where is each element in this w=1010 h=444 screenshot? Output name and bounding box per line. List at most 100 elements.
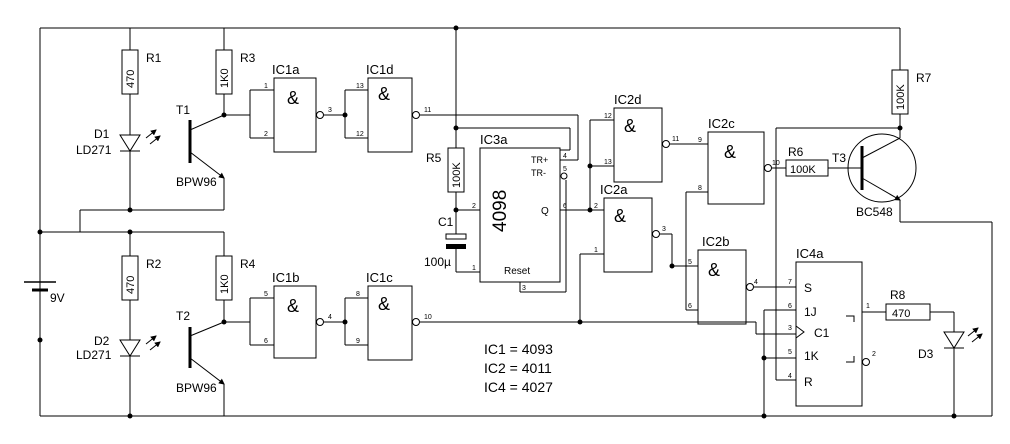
- ic4a-k: 1K: [804, 349, 819, 363]
- ic4a-pin6: 6: [788, 303, 792, 310]
- ic1c-pin10: 10: [424, 314, 432, 321]
- battery-label: 9V: [50, 291, 65, 305]
- ic2d-pin11: 11: [672, 136, 679, 143]
- r2-value: 470: [125, 276, 137, 294]
- ic1d-symbol: &: [378, 84, 390, 104]
- ic2a-ref: IC2a: [600, 182, 628, 197]
- ic4a-ref: IC4a: [796, 246, 824, 261]
- note-ic4: IC4 = 4027: [484, 379, 553, 395]
- ic2b-pin4: 4: [754, 279, 758, 286]
- ic2c-symbol: &: [724, 142, 736, 162]
- ic3a-reset: Reset: [504, 266, 530, 277]
- ic4a-pin4: 4: [788, 373, 792, 380]
- d2-part: LD271: [76, 348, 112, 362]
- ic1b-symbol: &: [287, 296, 299, 316]
- ic3a-trplus: TR+: [531, 155, 548, 165]
- r5-value: 100K: [451, 162, 463, 188]
- r3-value: 1K0: [219, 68, 231, 88]
- ic2d-pin12: 12: [604, 113, 612, 120]
- gate-ic2b: & IC2b 5 6 4: [688, 234, 796, 325]
- ic2d-ref: IC2d: [614, 92, 641, 107]
- ic1a-ref: IC1a: [272, 62, 300, 77]
- ic4a-pin1: 1: [866, 303, 870, 310]
- ic1a-pin2: 2: [264, 131, 268, 138]
- ic1b-ref: IC1b: [272, 270, 299, 285]
- monostable-ic3a: 100K R5 C1 100µ IC3a 4098 TR+ TR- Q Rese…: [424, 25, 614, 293]
- gate-ic1b: & IC1b 5 6 4: [224, 270, 345, 359]
- t1-part: BPW96: [176, 175, 217, 189]
- ic1c-symbol: &: [378, 294, 390, 314]
- t2-part: BPW96: [176, 381, 217, 395]
- r8-ref: R8: [890, 288, 906, 302]
- r4-ref: R4: [240, 257, 256, 271]
- ic1b-pin4: 4: [328, 314, 332, 321]
- ic1b-pin5: 5: [264, 291, 268, 298]
- ic3a-pin5: 5: [563, 166, 567, 173]
- r2-ref: R2: [146, 257, 162, 271]
- ic1c-pin8: 8: [356, 291, 360, 298]
- ic3a-pin3: 3: [522, 285, 526, 292]
- ic1a-symbol: &: [287, 88, 299, 108]
- ic4a-pin7: 7: [788, 279, 792, 286]
- ic4a-r: R: [804, 375, 813, 389]
- gate-ic2c: & IC2c 9 8 10: [685, 116, 786, 311]
- r7-ref: R7: [916, 71, 932, 85]
- driver-transistor: 100K R6 T3 BC548 100K R7: [775, 28, 932, 381]
- d1-part: LD271: [76, 143, 112, 157]
- ic2d-pin13: 13: [604, 159, 612, 166]
- battery-9v: 9V: [24, 228, 65, 340]
- c1-value: 100µ: [424, 255, 451, 269]
- ic3a-q: Q: [541, 206, 549, 217]
- output-led: 470 R8 D3: [885, 288, 983, 419]
- ic2a-symbol: &: [614, 206, 626, 226]
- lower-sensor: 470 R2 D2 LD271 1K0 R4 T2 BPW96: [37, 210, 256, 419]
- note-ic1: IC1 = 4093: [484, 341, 553, 357]
- ic2a-pin3: 3: [662, 226, 666, 233]
- gate-ic1d: & IC1d 13 12 11: [342, 62, 579, 161]
- ic2b-pin5: 5: [688, 259, 692, 266]
- r8-value: 470: [892, 308, 910, 320]
- ic2d-symbol: &: [624, 116, 636, 136]
- ic1d-pin12: 12: [356, 131, 364, 138]
- ic2b-pin6: 6: [688, 303, 692, 310]
- r6-value: 100K: [790, 164, 816, 176]
- ic3a-part: 4098: [490, 190, 511, 232]
- ic3a-pin6: 6: [563, 203, 567, 210]
- ic4a-pin2: 2: [872, 351, 876, 358]
- r4-value: 1K0: [219, 274, 231, 294]
- ic-notes: IC1 = 4093 IC2 = 4011 IC4 = 4027: [484, 340, 553, 397]
- gate-ic1a: & IC1a 1 2 3: [224, 62, 345, 153]
- ic2b-symbol: &: [708, 260, 720, 280]
- note-ic2: IC2 = 4011: [484, 360, 552, 376]
- ic1c-ref: IC1c: [366, 270, 393, 285]
- c1-ref: C1: [438, 215, 454, 229]
- r5-ref: R5: [426, 151, 442, 165]
- ic1d-pin13: 13: [356, 83, 364, 90]
- ic1d-pin11: 11: [424, 107, 431, 114]
- ic3a-ref: IC3a: [480, 132, 508, 147]
- ic3a-trminus: TR-: [531, 168, 546, 178]
- t2-ref: T2: [176, 309, 190, 323]
- d1-ref: D1: [94, 127, 110, 141]
- ic3a-pin1: 1: [472, 265, 476, 272]
- ic2c-pin9: 9: [698, 137, 702, 144]
- ic4a-s: S: [804, 281, 812, 295]
- ic1a-pin3: 3: [328, 107, 332, 114]
- t3-part: BC548: [856, 205, 893, 219]
- ic4a-pin3: 3: [788, 325, 792, 332]
- ic2b-ref: IC2b: [702, 234, 729, 249]
- ic2c-pin8: 8: [698, 185, 702, 192]
- r1-ref: R1: [146, 51, 162, 65]
- ic1b-pin6: 6: [264, 338, 268, 345]
- gate-ic1c: & IC1c 8 9 10: [342, 253, 756, 361]
- flipflop-ic4a: IC4a S 1J C1 1K R 7 6 3 5 4 1 2: [755, 246, 886, 419]
- r6-ref: R6: [788, 145, 804, 159]
- ic1a-pin1: 1: [264, 83, 268, 90]
- r7-value: 100K: [895, 84, 907, 110]
- ic4a-c: C1: [814, 326, 830, 340]
- upper-sensor: 470 R1 D1 LD271 1K0 R3 T1 BPW96: [76, 28, 256, 213]
- ic1d-ref: IC1d: [366, 62, 393, 77]
- ic4a-j: 1J: [804, 305, 817, 319]
- r1-value: 470: [125, 70, 137, 88]
